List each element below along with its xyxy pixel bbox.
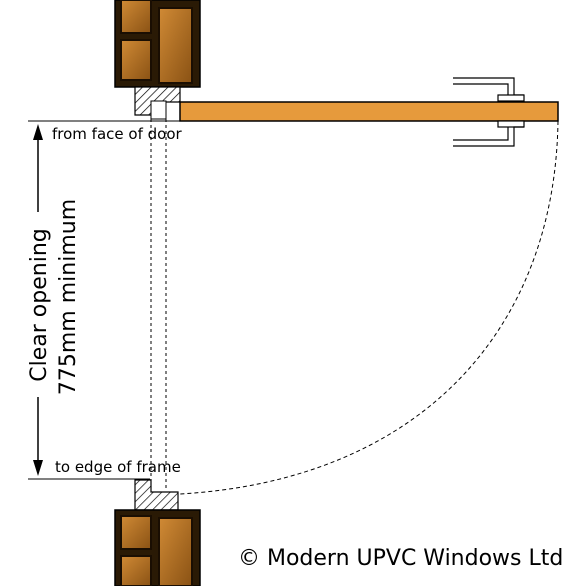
minimum-width-label: 775mm minimum (56, 199, 81, 395)
door-leaf (179, 101, 559, 122)
door-swing-arc (179, 120, 559, 495)
bottom-reference-label: to edge of frame (55, 458, 181, 476)
copyright-label: © Modern UPVC Windows Ltd (238, 546, 563, 571)
bottom-frame-profile (134, 479, 179, 511)
top-wall (114, 0, 201, 88)
clear-opening-label: Clear opening (27, 228, 52, 381)
dimension-arrow (33, 124, 43, 476)
bottom-wall (114, 509, 201, 586)
top-reference-label: from face of door (52, 125, 182, 143)
top-frame-profile (134, 86, 181, 120)
closed-door-outline (150, 119, 167, 490)
lever-handle-icon (453, 77, 525, 147)
